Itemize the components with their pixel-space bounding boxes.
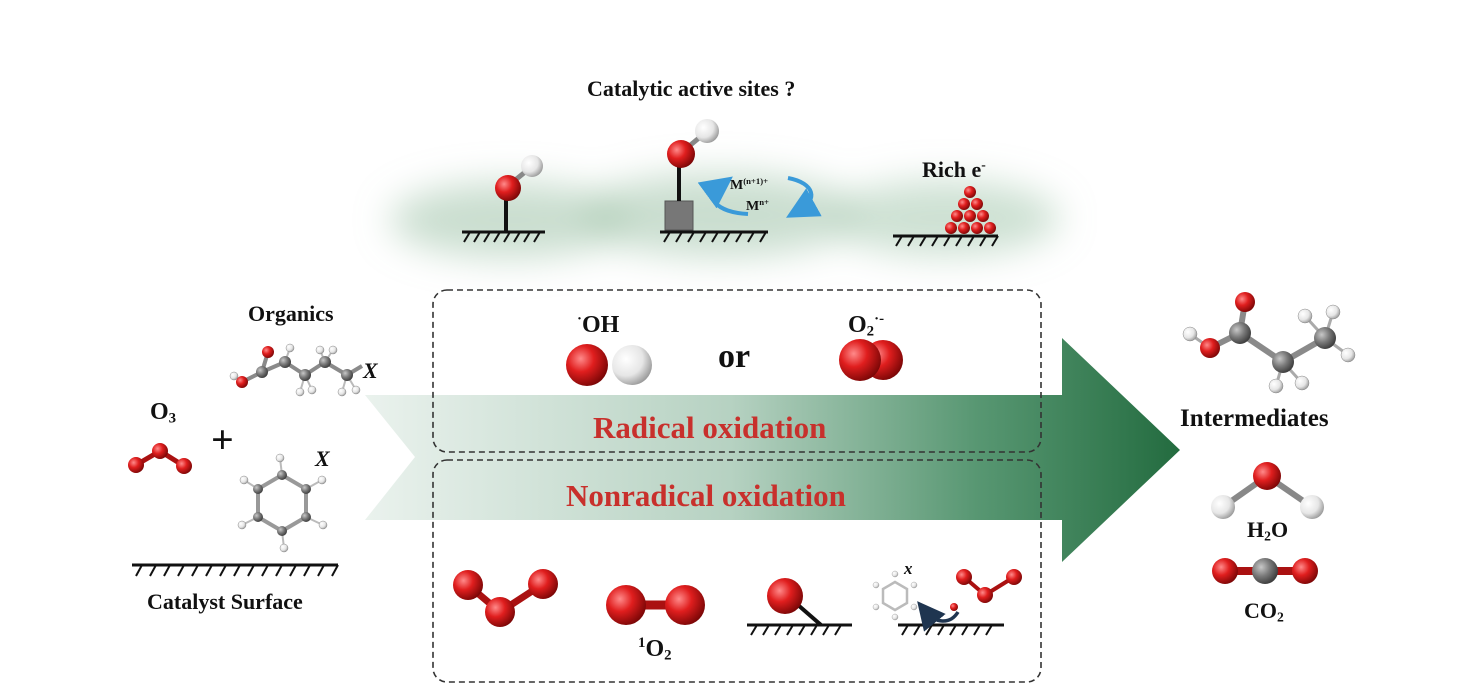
nonradical-box (432, 459, 1042, 683)
rich-electrons-label: Rich e- (922, 157, 986, 183)
direct-oxidation-scheme (872, 569, 1022, 636)
diagram-title: Catalytic active sites ? (587, 76, 796, 101)
hydroxyl-radical-molecule (566, 344, 652, 386)
singlet-oxygen-molecule (606, 585, 705, 625)
water-molecule (1211, 462, 1324, 519)
intermediates-label: Intermediates (1180, 405, 1329, 432)
hydroxyl-radical-label: ·OH (577, 311, 620, 338)
water-label: H2O (1247, 517, 1289, 544)
nonradical-ozone-molecule (453, 569, 558, 627)
intermediate-acid-molecule (1182, 292, 1356, 394)
plus-sign: + (211, 417, 234, 462)
ozone-molecule (128, 443, 192, 474)
carbon-dioxide-label: CO2 (1244, 598, 1284, 625)
organics-label: Organics (248, 301, 334, 326)
or-label: or (718, 338, 751, 375)
carbon-dioxide-molecule (1212, 558, 1318, 584)
x-substituent-label-benzene: X (315, 446, 330, 471)
active-site-metal-redox (660, 119, 822, 243)
singlet-oxygen-label: 1O2 (638, 635, 672, 664)
catalyst-surface-line (132, 563, 339, 577)
surface-bound-oxygen (747, 578, 852, 636)
catalyst-surface-label: Catalyst Surface (147, 589, 303, 614)
radical-oxidation-label: Radical oxidation (593, 410, 827, 445)
organic-acid-molecule (229, 343, 364, 397)
active-site-rich-electrons (893, 186, 999, 247)
superoxide-molecule (839, 339, 903, 381)
radical-box (432, 289, 1042, 453)
active-site-hydroxyl (462, 155, 545, 243)
x-substituent-label-small: x (904, 559, 913, 578)
metal-high-valence-label: M(n+1)+ (730, 176, 769, 194)
superoxide-label: O2·- (848, 311, 885, 340)
ozone-label: O3 (150, 399, 177, 427)
x-substituent-label-organic: X (363, 358, 378, 383)
nonradical-oxidation-label: Nonradical oxidation (566, 478, 846, 513)
benzene-molecule (237, 453, 328, 553)
main-flow-arrow (365, 338, 1180, 562)
metal-low-valence-label: Mn+ (746, 197, 769, 215)
